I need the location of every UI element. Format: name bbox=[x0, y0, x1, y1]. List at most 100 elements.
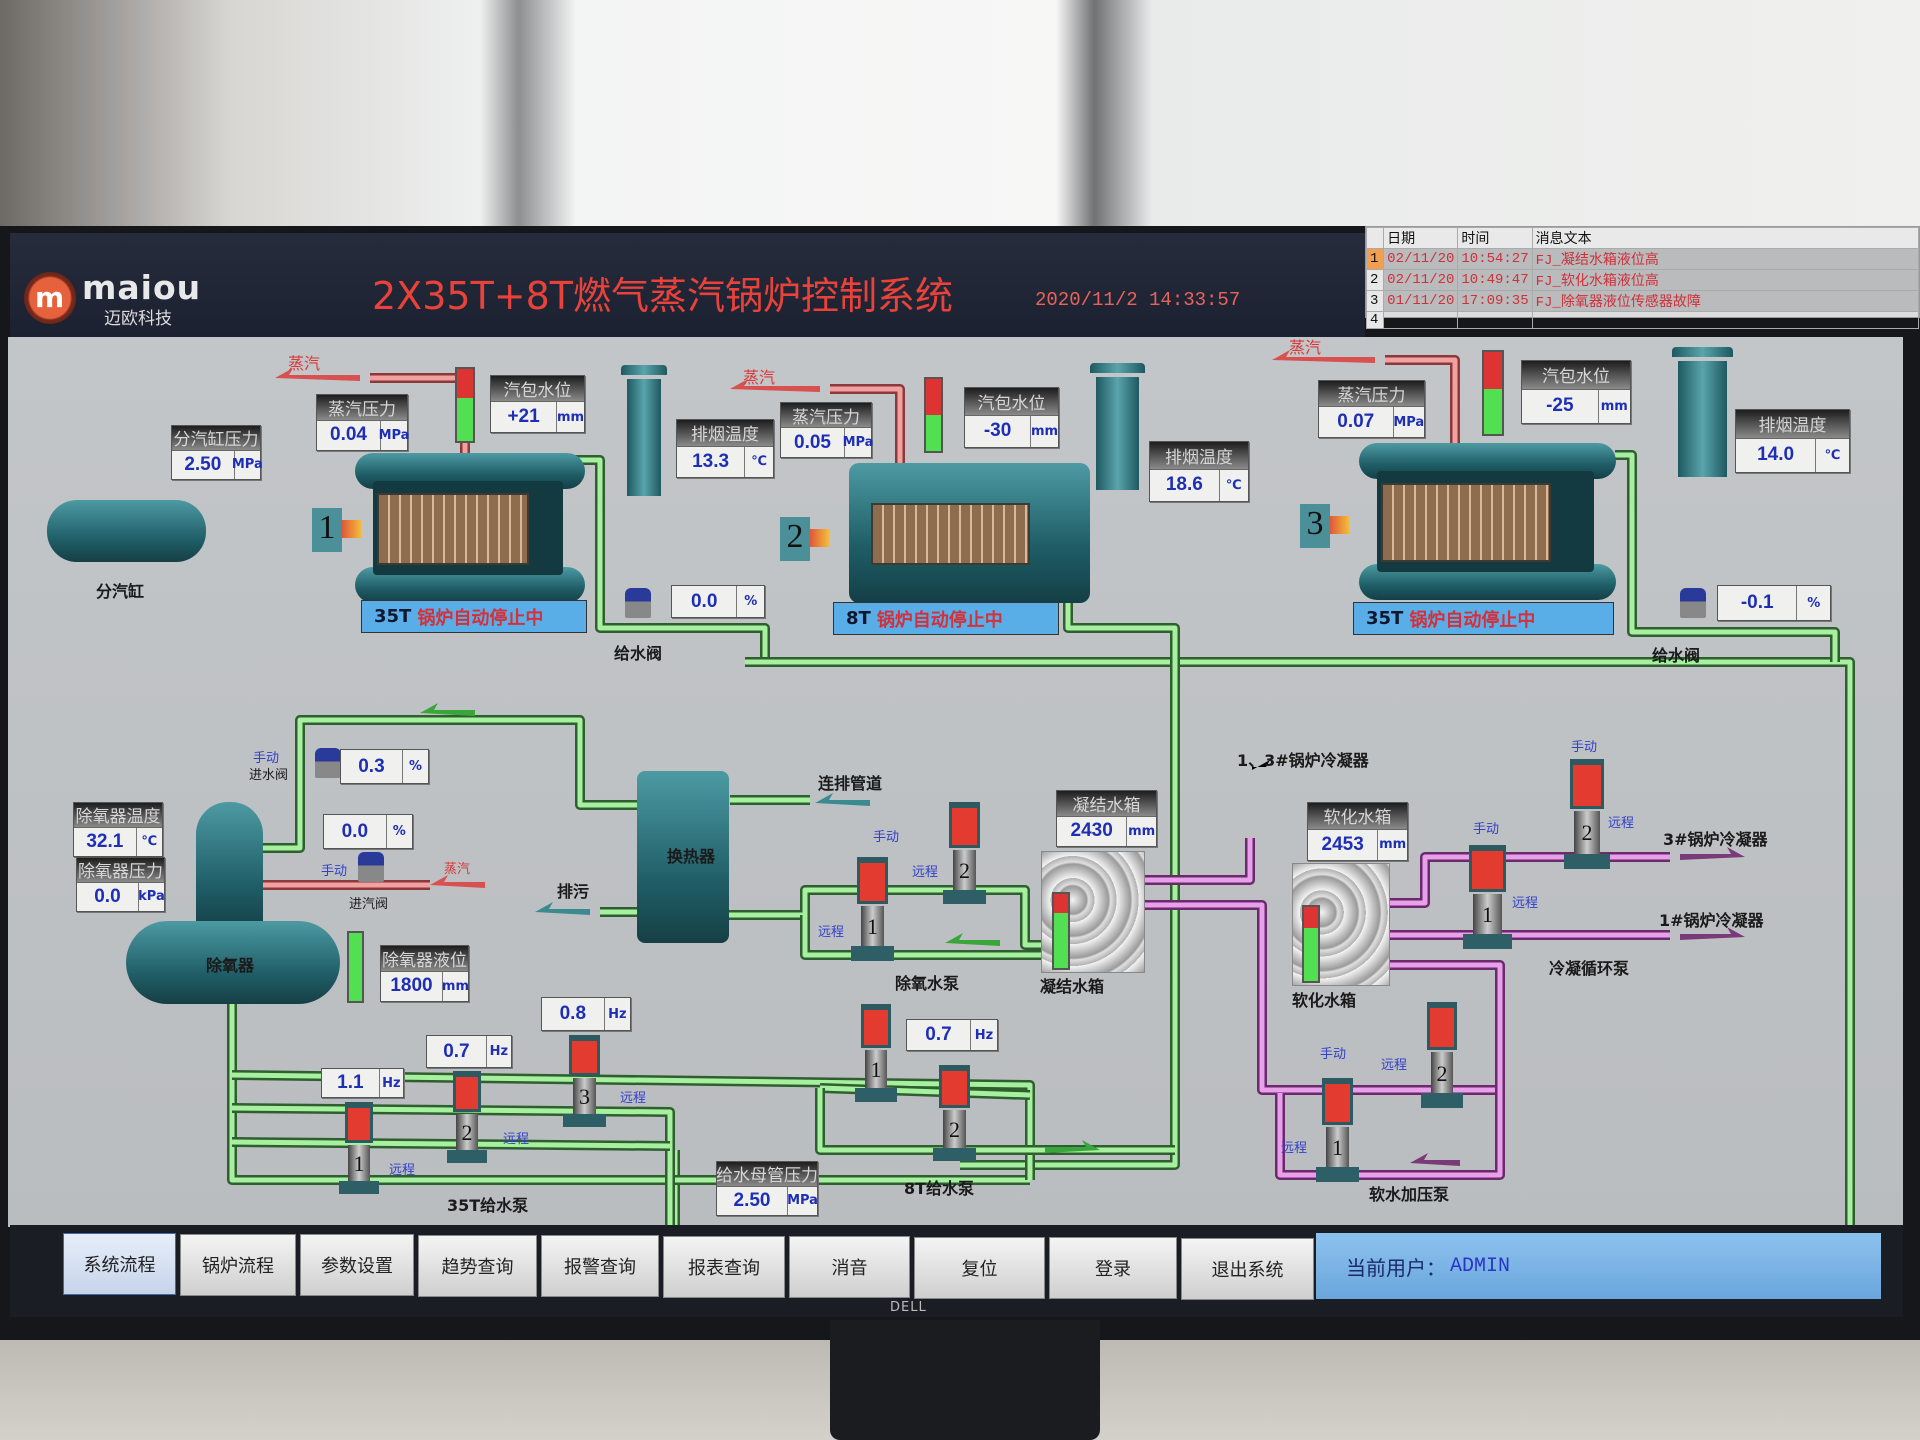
diagram-label: 手动 bbox=[253, 751, 280, 766]
condensate-pump-2[interactable]: 2 bbox=[1564, 759, 1610, 869]
panel-label: 汽包水位 bbox=[491, 376, 584, 402]
chimney bbox=[1096, 377, 1139, 490]
diagram-label: 蒸汽 bbox=[444, 862, 471, 877]
alarm-row-index: 2 bbox=[1365, 269, 1385, 291]
pump-motor-icon bbox=[861, 1004, 891, 1049]
nav-button-3[interactable]: 参数设置 bbox=[300, 1234, 414, 1296]
pump-base bbox=[933, 1147, 976, 1161]
diagram-label: 软化水箱 bbox=[1292, 991, 1357, 1010]
nav-button-4[interactable]: 趋势查询 bbox=[418, 1234, 537, 1297]
steam-arrow-icon bbox=[430, 875, 485, 888]
alarm-time: 17:09:35 bbox=[1457, 290, 1533, 312]
panel-label: 除氧器液位 bbox=[381, 946, 468, 971]
panel-value: 2.50 bbox=[733, 1189, 771, 1211]
deoxy-pump-loop bbox=[729, 887, 1041, 948]
soft-booster-pump-2[interactable]: 2 bbox=[1421, 1002, 1463, 1108]
feed35-pipe-d bbox=[231, 1139, 671, 1149]
condensate-pipe-a bbox=[1145, 838, 1253, 883]
alarm-date: 02/11/20 bbox=[1383, 269, 1459, 291]
panel-value-row: -0.1% bbox=[1718, 586, 1830, 620]
panel-label: 除氧器压力 bbox=[77, 858, 164, 882]
panel-value: 0.0 bbox=[341, 820, 369, 842]
user-name: ADMIN bbox=[1450, 1254, 1511, 1278]
diagram-label: 手动 bbox=[873, 830, 900, 845]
deoxy-pump-2[interactable]: 2 bbox=[943, 802, 986, 904]
panel-unit: MPa bbox=[232, 450, 263, 479]
alarm-row[interactable]: 1 02/11/20 10:54:27 FJ_凝结水箱液位高 bbox=[1365, 248, 1920, 270]
soft-booster-pump-1[interactable]: 1 bbox=[1316, 1078, 1359, 1182]
status-prefix: 8T bbox=[846, 608, 871, 629]
nav-button-10[interactable]: 退出系统 bbox=[1181, 1237, 1314, 1300]
steam-inlet-valve-icon[interactable] bbox=[358, 852, 384, 882]
alarm-row[interactable]: 3 01/11/20 17:09:35 FJ_除氧器液位传感器故障 bbox=[1365, 290, 1920, 312]
pump-number: 2 bbox=[942, 1110, 967, 1150]
deoxy-pump-1[interactable]: 1 bbox=[851, 857, 894, 961]
panel-unit: ℃ bbox=[135, 827, 162, 856]
feed35-pump-1[interactable]: 1 bbox=[339, 1102, 379, 1194]
nav-button-1[interactable]: 系统流程 bbox=[63, 1233, 176, 1295]
nav-button-9[interactable]: 登录 bbox=[1049, 1237, 1177, 1299]
user-label: 当前用户： bbox=[1346, 1255, 1446, 1280]
alarm-col-text: 消息文本 bbox=[1531, 227, 1920, 249]
nav-button-6[interactable]: 报表查询 bbox=[663, 1235, 785, 1298]
inlet-valve-icon[interactable] bbox=[315, 748, 341, 778]
heat-exchanger[interactable] bbox=[637, 771, 729, 943]
nav-button-5[interactable]: 报警查询 bbox=[541, 1235, 659, 1297]
flow-arrow-icon bbox=[420, 703, 475, 716]
panel-unit: % bbox=[736, 586, 764, 617]
burner-icon bbox=[342, 520, 362, 538]
panel-unit: kPa bbox=[137, 882, 165, 911]
panel-value: -25 bbox=[1546, 395, 1574, 417]
alarm-row[interactable]: 2 02/11/20 10:49:47 FJ_软化水箱液位高 bbox=[1365, 269, 1920, 291]
feed8-pump-1[interactable]: 1 bbox=[855, 1004, 897, 1102]
pump-motor-icon bbox=[1322, 1078, 1353, 1125]
condensate-pump-1[interactable]: 1 bbox=[1463, 845, 1512, 949]
alarm-row[interactable]: 4 bbox=[1365, 311, 1920, 329]
boiler-1[interactable] bbox=[355, 453, 585, 603]
panel-value: 1.1 bbox=[337, 1072, 364, 1093]
tube-bank bbox=[1381, 483, 1551, 562]
alarm-col-time: 时间 bbox=[1457, 227, 1533, 249]
nav-button-8[interactable]: 复位 bbox=[914, 1236, 1045, 1299]
alarm-table[interactable]: 日期 时间 消息文本 1 02/11/20 10:54:27 FJ_凝结水箱液位… bbox=[1365, 226, 1920, 329]
pump-base bbox=[1463, 934, 1512, 949]
pump-base bbox=[447, 1150, 487, 1163]
feed-valve-b1-icon[interactable] bbox=[625, 588, 651, 618]
panel-value-row: 32.1℃ bbox=[74, 826, 162, 856]
steam-arrow-icon bbox=[275, 368, 360, 381]
feed8-pump-2[interactable]: 2 bbox=[933, 1065, 976, 1161]
panel-value-row: 0.0% bbox=[672, 586, 764, 617]
panel-unit: % bbox=[401, 750, 428, 783]
nav-button-7[interactable]: 消音 bbox=[789, 1236, 910, 1298]
diagram-label: 除氧器 bbox=[206, 956, 255, 975]
boiler-3[interactable] bbox=[1359, 443, 1616, 600]
flow-arrow-icon bbox=[1045, 1140, 1100, 1153]
monitor-stand bbox=[830, 1320, 1100, 1440]
feed35-pump-3[interactable]: 3 bbox=[563, 1035, 606, 1127]
nav-button-2[interactable]: 锅炉流程 bbox=[180, 1233, 296, 1296]
panel-unit: mm bbox=[556, 402, 584, 432]
panel-unit: ℃ bbox=[744, 446, 773, 477]
alarm-row-index: 1 bbox=[1365, 248, 1385, 270]
status-text: 锅炉自动停止中 bbox=[876, 609, 1003, 631]
drum-level-bar-b2 bbox=[924, 377, 943, 453]
panel-b3-feed-valve: -0.1% bbox=[1717, 585, 1831, 621]
diagram-label: 远程 bbox=[1608, 816, 1635, 831]
pump-number: 2 bbox=[1430, 1051, 1454, 1096]
pump-base bbox=[563, 1114, 606, 1127]
feed-valve-b3-icon[interactable] bbox=[1680, 588, 1706, 618]
panel-unit: mm bbox=[1597, 389, 1630, 423]
alarm-text: FJ_软化水箱液位高 bbox=[1531, 269, 1920, 291]
diagram-label: 蒸汽 bbox=[1289, 338, 1322, 357]
boiler-2[interactable] bbox=[849, 463, 1090, 603]
diagram-label: 远程 bbox=[620, 1091, 647, 1106]
pump-motor-icon bbox=[1469, 845, 1506, 892]
feed35-pump-2[interactable]: 2 bbox=[447, 1071, 487, 1163]
